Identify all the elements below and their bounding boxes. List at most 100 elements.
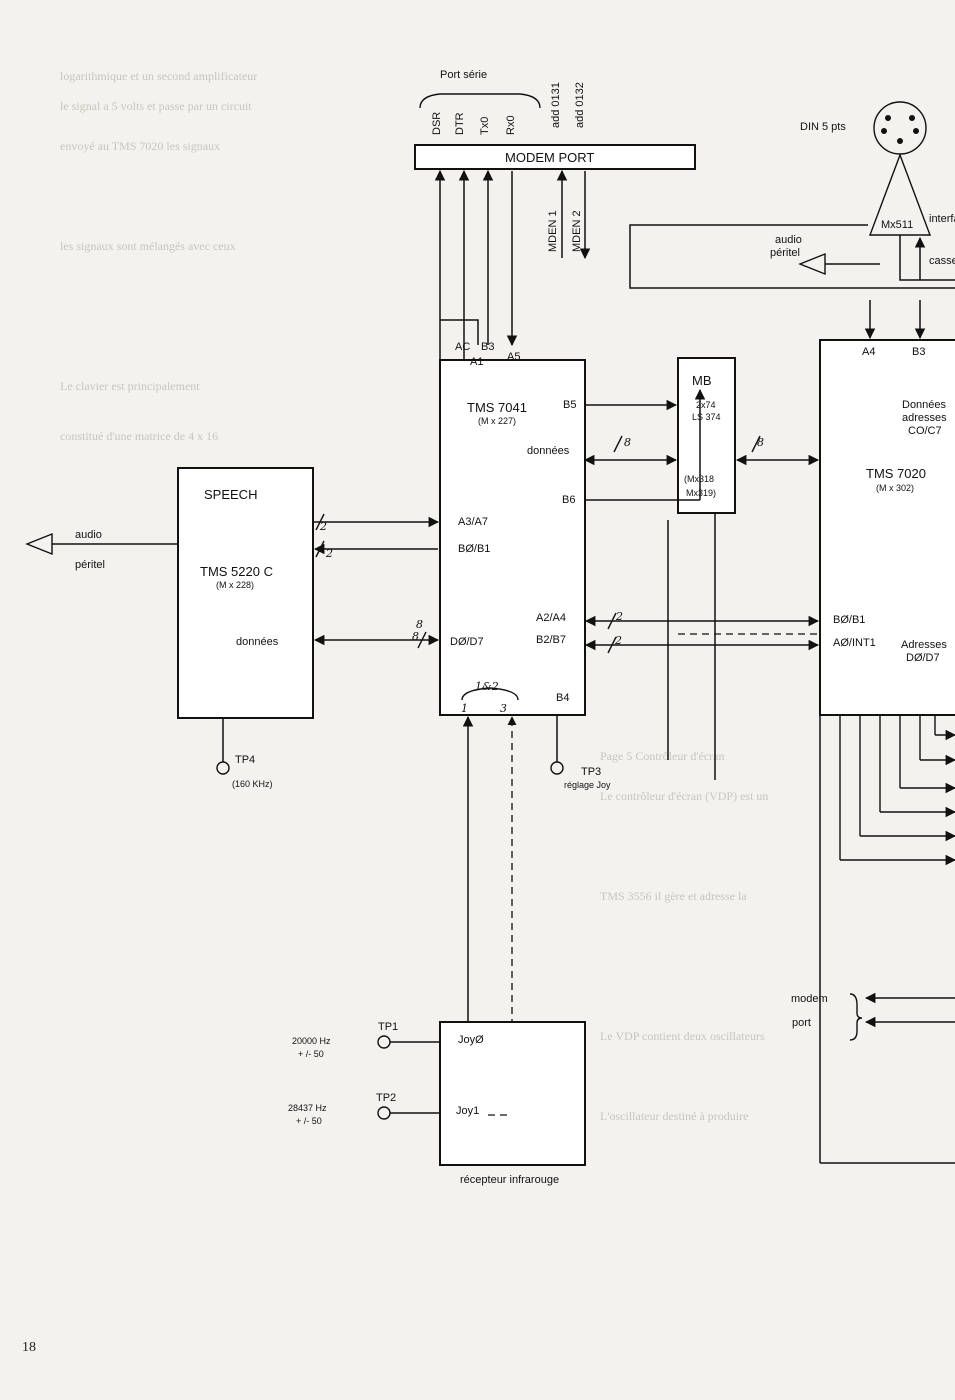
audio-right-label: audio	[775, 234, 802, 246]
tp3-test-point	[550, 761, 564, 775]
svg-text:Le clavier est principalement: Le clavier est principalement	[60, 379, 200, 393]
tp3-desc: réglage Joy	[564, 780, 611, 790]
tms7041-pin-donnees: données	[527, 445, 570, 457]
audio-left-label: audio	[75, 529, 102, 541]
tms7020-a0int1: AØ/INT1	[833, 637, 876, 649]
tms7020-box	[819, 339, 955, 716]
tms7041-bus-note-3: 2	[614, 634, 622, 647]
speech-box	[177, 467, 314, 719]
tms7041-pin-a5: A5	[507, 351, 520, 363]
tms7041-bus-note-2: 2	[615, 610, 623, 623]
tms7041-pin-a2a4: A2/A4	[536, 612, 566, 624]
tms7020-adresses: Adresses	[901, 639, 947, 651]
tp3-label: TP3	[581, 766, 601, 778]
svg-text:les signaux sont mélangés avec: les signaux sont mélangés avec ceux	[60, 239, 236, 253]
mb-chip2: LS 374	[692, 412, 721, 422]
cassette-line	[899, 235, 955, 281]
tp1-freq: 20000 Hz	[292, 1036, 331, 1046]
bus-slash-c	[417, 631, 427, 649]
joy-bus-a: 1	[461, 702, 468, 715]
modem-port-box	[414, 144, 696, 170]
pin-dsr: DSR	[431, 112, 443, 135]
receiver-label: récepteur infrarouge	[460, 1174, 559, 1186]
tms7041-box	[439, 359, 586, 716]
tms7041-pin-a3a7: A3/A7	[458, 516, 488, 528]
tms7041-name: TMS 7041	[467, 400, 527, 415]
din-label: DIN 5 pts	[800, 121, 846, 133]
speech-bus-note-1: 2	[319, 520, 327, 533]
tms7041-bus-note-4: 8	[412, 630, 419, 643]
svg-text:envoyé au TMS 7020 les signaux: envoyé au TMS 7020 les signaux	[60, 139, 220, 153]
tms7020-d0d7: DØ/D7	[906, 652, 940, 664]
tms7020-name: TMS 7020	[866, 466, 926, 481]
tms7041-pin-b5: B5	[563, 399, 576, 411]
bus-slash-b	[315, 540, 325, 558]
tms7041-pin-ac: AC	[455, 341, 470, 353]
din-connector-icon	[873, 101, 927, 155]
tms7041-part: (M x 227)	[478, 416, 516, 426]
mb-chip1: 2x74	[696, 400, 716, 410]
speaker-right-icon	[798, 252, 826, 276]
tp2-label: TP2	[376, 1092, 396, 1104]
mb-label: MB	[692, 373, 712, 388]
mx511-to-audio	[629, 224, 955, 289]
tp2-tol: + /- 50	[296, 1116, 322, 1126]
tp1-test-point	[377, 1035, 391, 1049]
port-serie-brace	[419, 93, 541, 109]
bus-slash-d	[613, 435, 623, 453]
pin-add-0131: add 0131	[550, 82, 562, 128]
tms7020-donnees2: adresses	[902, 412, 947, 424]
bus-slash-f	[607, 612, 617, 630]
tms7041-pin-a1: A1	[470, 356, 483, 368]
tms7041-pin-b4: B4	[556, 692, 569, 704]
bus-slash-a	[315, 513, 325, 531]
tms7020-donnees3: CO/C7	[908, 425, 942, 437]
speech-chip: TMS 5220 C	[200, 564, 273, 579]
receiver-box	[439, 1021, 586, 1166]
modem-port-label: MODEM PORT	[505, 150, 594, 165]
port-serie: Port série DSR DTR Tx0 Rx0 add 0131 add …	[419, 69, 586, 135]
mb-mx2: Mx319)	[686, 488, 716, 498]
mx511-interface: interfa	[929, 213, 955, 225]
tp1-tol: + /- 50	[298, 1049, 324, 1059]
modem-right-l1: modem	[791, 993, 828, 1005]
tms7041-pin-d0d7: DØ/D7	[450, 636, 484, 648]
svg-text:Page 5 Contrôleur d'écran: Page 5 Contrôleur d'écran	[600, 749, 724, 763]
modem-right-l2: port	[792, 1017, 811, 1029]
tms7020-b0b1: BØ/B1	[833, 614, 865, 626]
tms7020-b3: B3	[912, 346, 925, 358]
tp4-label: TP4	[235, 754, 255, 766]
tp2-test-point	[377, 1106, 391, 1120]
speaker-left-icon	[25, 532, 53, 556]
speech-bus-note-2: 2	[325, 547, 333, 560]
tp4-test-point	[216, 761, 230, 775]
tms7041-bus-note-1: 8	[624, 436, 631, 449]
bus-slash-e	[751, 435, 761, 453]
svg-text:Le contrôleur d'écran (VDP) es: Le contrôleur d'écran (VDP) est un	[600, 789, 768, 803]
tms7020-donnees1: Données	[902, 399, 947, 411]
pin-add-0132: add 0132	[574, 82, 586, 128]
mx511-label: Mx511	[881, 219, 913, 231]
pin-dtr: DTR	[454, 112, 466, 135]
speech-label: SPEECH	[204, 487, 257, 502]
peritel-left-label: péritel	[75, 559, 105, 571]
mb-mx1: (Mx318	[684, 474, 714, 484]
tms7041-pin-b0b1: BØ/B1	[458, 543, 490, 555]
receiver-joy1: Joy1	[456, 1105, 479, 1117]
tp4-freq: (160 KHz)	[232, 779, 273, 789]
tms7020-a4: A4	[862, 346, 875, 358]
port-serie-title: Port série	[440, 69, 487, 81]
svg-text:Le VDP contient deux oscillate: Le VDP contient deux oscillateurs	[600, 1029, 765, 1043]
tms7041-pin-b6: B6	[562, 494, 575, 506]
receiver-joy0: JoyØ	[458, 1034, 484, 1046]
pin-rx0: Rx0	[505, 115, 517, 135]
tms7041-pin-b3: B3	[481, 341, 494, 353]
speech-bus-note-3: 8	[416, 618, 423, 631]
svg-text:TMS 3556 il gère et adresse la: TMS 3556 il gère et adresse la	[600, 889, 747, 903]
joy-bus-brace	[461, 687, 519, 701]
mden1-label: MDEN 1	[547, 210, 559, 252]
modem-right-brace	[849, 993, 863, 1041]
tms7041-pin-b2b7: B2/B7	[536, 634, 566, 646]
